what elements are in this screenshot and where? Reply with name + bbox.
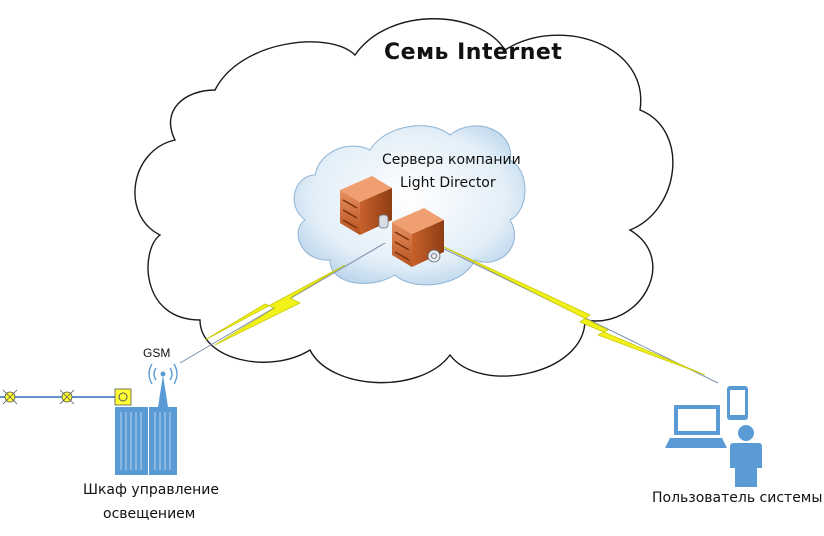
- antenna-icon: [148, 363, 178, 407]
- computer-icon: [665, 405, 727, 448]
- internet-cloud-title: Семь Internet: [384, 40, 563, 65]
- cabinet-label-line1: Шкаф управление: [83, 482, 220, 498]
- connector-icon: [114, 388, 132, 406]
- servers-title-line2: Light Director: [400, 175, 496, 191]
- user-person-icon: [730, 425, 762, 487]
- phone-icon: [727, 386, 748, 420]
- user-label: Пользователь системы: [652, 490, 823, 506]
- server-unit-1: [340, 176, 392, 235]
- servers-title-line1: Сервера компании: [382, 152, 521, 168]
- server-cloud: [293, 125, 526, 286]
- control-cabinet-icon: [115, 407, 177, 475]
- lamp-icon: [59, 389, 75, 405]
- lamp-icon: [2, 389, 18, 405]
- lightning-bolt-right: [439, 244, 706, 376]
- server-unit-2: [392, 208, 444, 267]
- gsm-label: GSM: [143, 346, 171, 360]
- lightning-bolt-left: [204, 264, 346, 346]
- cabinet-label-line2: освещением: [103, 506, 196, 522]
